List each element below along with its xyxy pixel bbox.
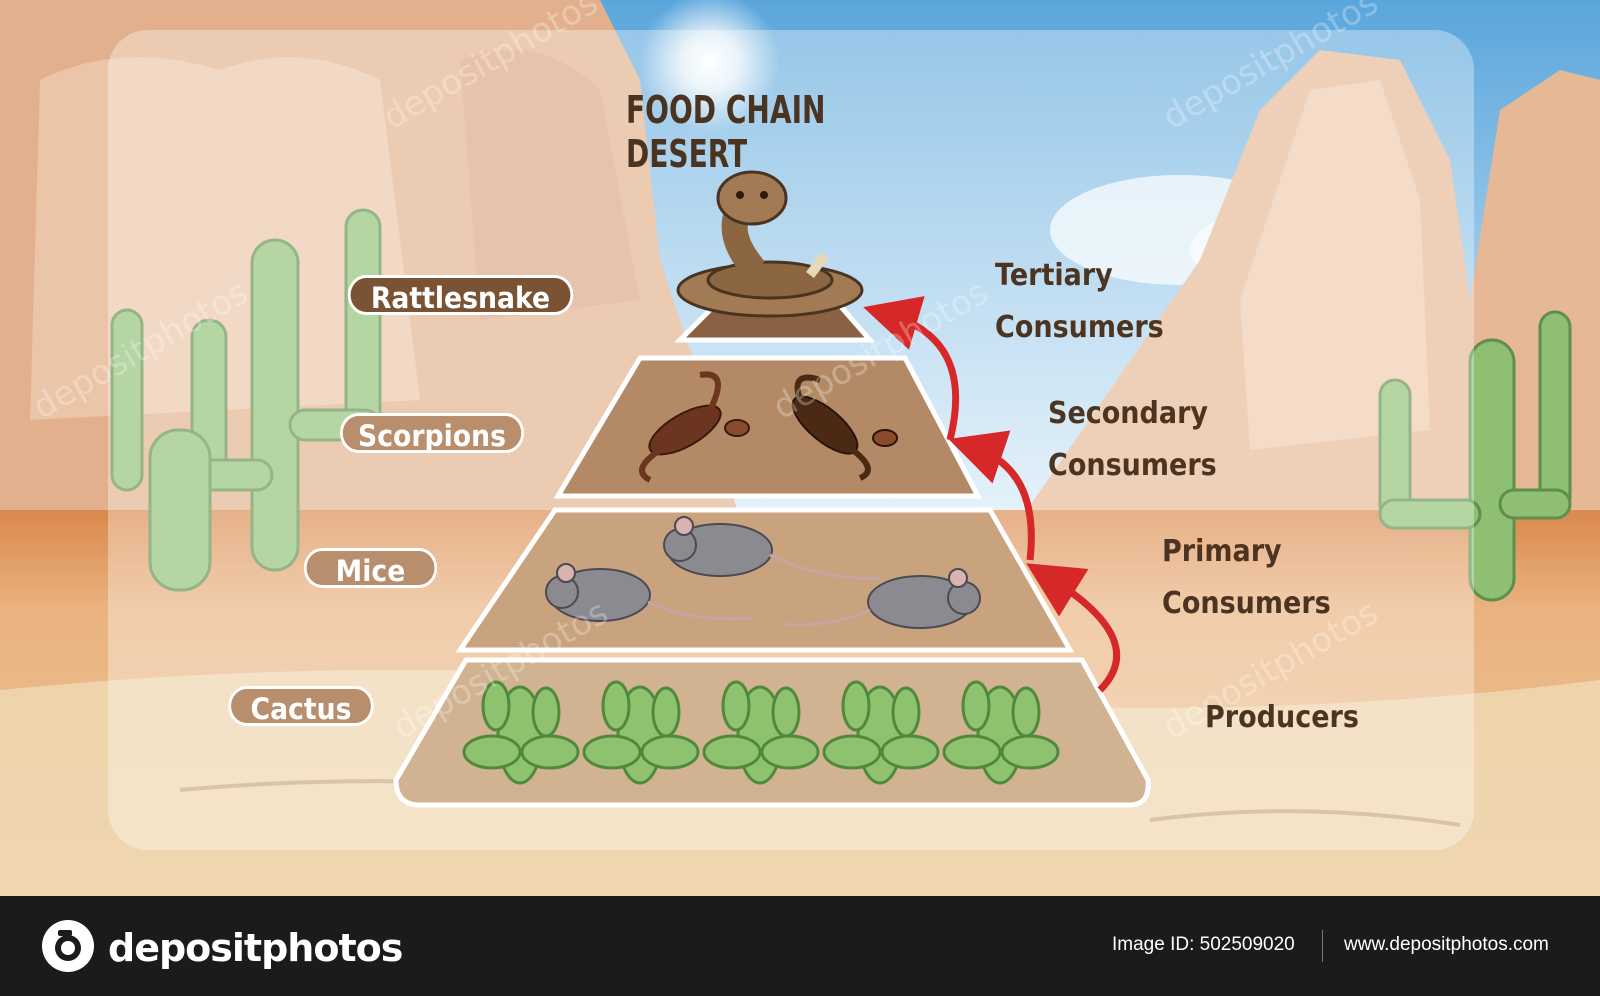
- brand-logo-text: depositphotos: [108, 926, 403, 970]
- cactus-illustration-2: [582, 680, 700, 785]
- level-line: Producers: [1205, 700, 1359, 735]
- pyramid-tier-scorpions: [553, 355, 983, 499]
- scorpion-illustration-2: [791, 374, 898, 481]
- level-line: Primary: [1162, 534, 1282, 569]
- site-url[interactable]: www.depositphotos.com: [1344, 934, 1549, 955]
- desert-scene: [0, 0, 1600, 896]
- saguaro-cactus-left: [110, 208, 382, 592]
- trophic-level-secondary: Secondary Consumers: [1048, 388, 1217, 492]
- mouse-illustration-3: [779, 568, 981, 629]
- diagram-title: FOOD CHAIN DESERT: [626, 88, 826, 176]
- footer-bar: depositphotos Image ID: 502509020 www.de…: [0, 896, 1600, 996]
- level-line: Consumers: [1162, 586, 1331, 621]
- trophic-level-primary: Primary Consumers: [1162, 526, 1331, 630]
- level-line: Consumers: [995, 310, 1164, 345]
- level-line: Tertiary: [995, 258, 1113, 293]
- mouse-illustration-1: [663, 516, 881, 580]
- organism-label-scorpions: Scorpions: [340, 413, 524, 453]
- rattlesnake-illustration: [676, 170, 864, 318]
- trophic-level-tertiary: Tertiary Consumers: [995, 250, 1164, 354]
- arrow-producers-to-primary: [1026, 563, 1121, 693]
- cactus-illustration-5: [942, 680, 1060, 785]
- organism-label-mice: Mice: [303, 548, 438, 588]
- organism-label-cactus: Cactus: [228, 686, 374, 726]
- saguaro-cactus-right: [1378, 310, 1572, 602]
- arrow-primary-to-secondary: [948, 430, 1035, 561]
- cactus-illustration-3: [702, 680, 820, 785]
- trophic-level-producers: Producers: [1205, 692, 1359, 744]
- image-id: Image ID: 502509020: [1112, 934, 1295, 955]
- sun: [640, 0, 780, 132]
- footer-divider: [1322, 930, 1323, 962]
- cactus-illustration-1: [462, 680, 580, 785]
- level-line: Secondary: [1048, 396, 1209, 431]
- arrow-secondary-to-tertiary: [863, 296, 960, 441]
- cactus-illustration-4: [822, 680, 940, 785]
- cactus-row: [462, 680, 1060, 785]
- level-line: Consumers: [1048, 448, 1217, 483]
- scorpion-illustration-1: [639, 371, 750, 483]
- camera-logo-icon: [42, 920, 94, 972]
- energy-flow-arrows: [863, 296, 1121, 693]
- mouse-illustration-2: [545, 563, 751, 622]
- organism-label-rattlesnake: Rattlesnake: [347, 275, 574, 315]
